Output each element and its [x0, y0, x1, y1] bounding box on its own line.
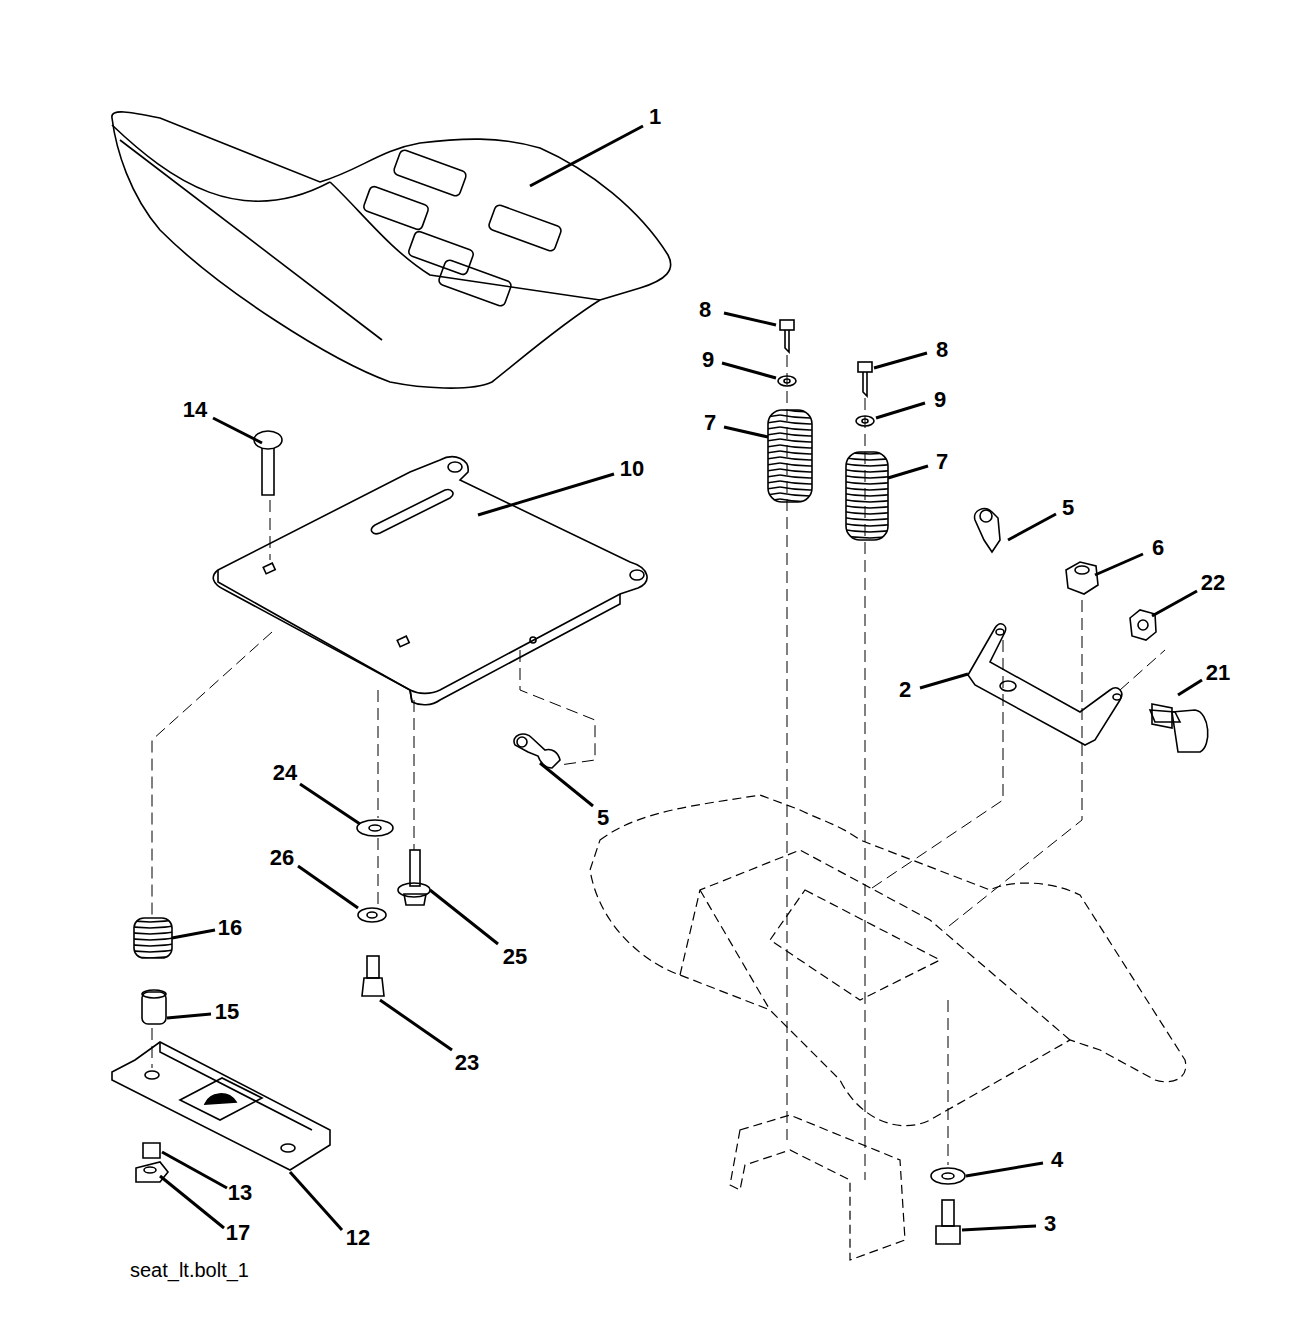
callout-number: 25	[503, 946, 527, 968]
bracket	[968, 624, 1122, 745]
callout-number: 7	[704, 412, 716, 434]
hardware	[254, 431, 430, 996]
callout-number: 9	[702, 349, 714, 371]
callout-number: 17	[226, 1222, 250, 1244]
callout-number: 6	[1152, 537, 1164, 559]
callout-number: 24	[273, 762, 297, 784]
callout-number: 9	[934, 389, 946, 411]
callout-number: 8	[699, 299, 711, 321]
callout-number: 2	[899, 679, 911, 701]
callout-number: 16	[218, 917, 242, 939]
callout-number: 12	[346, 1227, 370, 1249]
callout-number: 23	[455, 1052, 479, 1074]
nut	[1066, 562, 1208, 752]
callout-number: 5	[1062, 497, 1074, 519]
callout-number: 13	[228, 1182, 252, 1204]
callout-number: 26	[270, 847, 294, 869]
callout-number: 5	[597, 807, 609, 829]
callout-number: 7	[936, 451, 948, 473]
leader-line	[160, 126, 1202, 1230]
callout-number: 1	[649, 106, 661, 128]
seat-pan	[213, 457, 647, 705]
callout-number: 21	[1206, 662, 1230, 684]
callout-number: 22	[1201, 572, 1225, 594]
callout-number: 15	[215, 1001, 239, 1023]
drawing-id: seat_lt.bolt_1	[130, 1260, 249, 1280]
callout-number: 3	[1044, 1213, 1056, 1235]
callout-number: 14	[183, 399, 207, 421]
callout-number: 10	[620, 458, 644, 480]
assembly-line	[152, 355, 1165, 1180]
seat	[112, 110, 671, 388]
bolt	[931, 1168, 965, 1244]
seat-rail	[112, 1042, 330, 1182]
callout-number: 4	[1051, 1149, 1063, 1171]
spring	[134, 410, 888, 1024]
callout-number: 8	[936, 339, 948, 361]
tractor-frame	[590, 795, 1186, 1260]
wire-clip	[514, 509, 1000, 768]
